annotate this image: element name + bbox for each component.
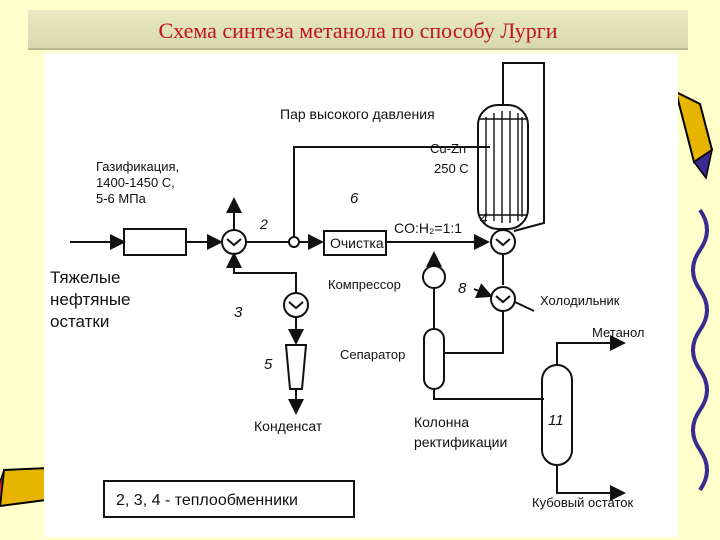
label-bottoms: Кубовый остаток — [532, 495, 634, 510]
diagram-panel: Пар высокого давления Газификация, 1400-… — [44, 53, 678, 537]
wavy-line-decoration — [691, 208, 709, 492]
label-gasification-1: Газификация, — [96, 159, 179, 174]
number-4: 4 — [480, 210, 488, 226]
label-purification: Очистка — [330, 235, 384, 251]
number-11: 11 — [548, 412, 564, 429]
separator — [423, 328, 445, 390]
label-cooler: Холодильник — [540, 293, 620, 308]
number-8: 8 — [458, 280, 467, 297]
label-feed-1: Тяжелые — [50, 268, 121, 287]
label-catalyst-2: 250 С — [434, 161, 469, 176]
label-column-2: ректификации — [414, 434, 507, 450]
label-separator: Сепаратор — [340, 347, 405, 362]
heat-exchanger-4 — [490, 229, 516, 255]
number-2: 2 — [259, 216, 268, 232]
label-column-1: Колонна — [414, 414, 469, 430]
number-5: 5 — [264, 356, 273, 373]
label-catalyst-1: Cu-Zn — [430, 141, 466, 156]
label-methanol: Метанол — [592, 325, 645, 340]
slide-title: Схема синтеза метанола по способу Лурги — [158, 18, 558, 43]
number-6: 6 — [350, 190, 359, 207]
legend-text: 2, 3, 4 - теплообменники — [116, 492, 298, 509]
pencil-icon-right — [674, 90, 714, 180]
label-steam: Пар высокого давления — [280, 106, 435, 122]
label-ratio: CO:H₂=1:1 — [394, 220, 462, 236]
legend-box — [103, 480, 355, 518]
label-feed-3: остатки — [50, 312, 109, 331]
label-feed-2: нефтяные — [50, 290, 131, 309]
gasifier-box — [123, 228, 187, 256]
process-diagram: Пар высокого давления Газификация, 1400-… — [50, 62, 645, 518]
cooler — [490, 286, 516, 312]
label-gasification-2: 1400-1450 С, — [96, 175, 175, 190]
heat-exchanger-2 — [221, 229, 247, 255]
compressor — [422, 265, 446, 289]
pencil-icon-left — [0, 466, 50, 508]
number-3: 3 — [234, 304, 243, 321]
label-gasification-3: 5-6 МПа — [96, 191, 147, 206]
title-bar: Схема синтеза метанола по способу Лурги — [28, 10, 688, 50]
label-condensate: Конденсат — [254, 418, 323, 434]
condensate-separator-5 — [284, 344, 308, 390]
heat-exchanger-3 — [283, 292, 309, 318]
junction — [288, 236, 300, 248]
label-compressor: Компрессор — [328, 277, 401, 292]
